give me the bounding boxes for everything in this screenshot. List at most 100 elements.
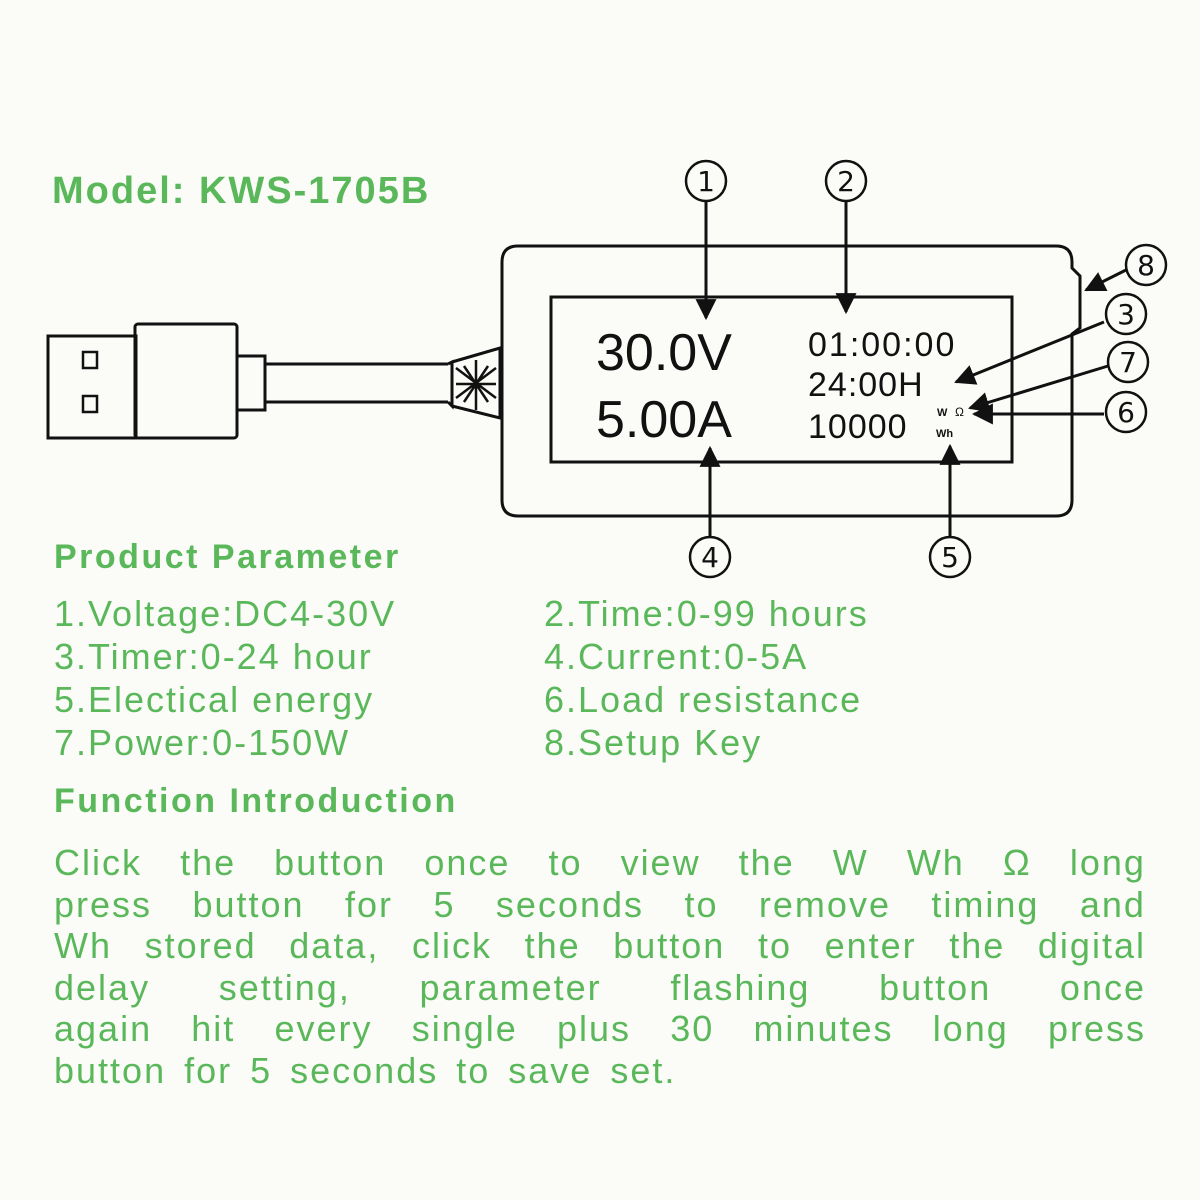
desc-word: button [274, 842, 387, 883]
param-load-resistance: 6.Load resistance [544, 679, 863, 720]
strain-relief-crosshatch [455, 360, 497, 410]
callout-5: 5 [941, 541, 959, 574]
desc-word: enter [824, 925, 917, 966]
callout-circle-7 [1106, 340, 1150, 384]
desc-word: to [757, 925, 792, 966]
desc-word: delay [54, 966, 151, 1008]
desc-word: press [1047, 1008, 1146, 1049]
param-current: 4.Current:0-5A [544, 636, 809, 677]
desc-word: 5 [433, 883, 456, 925]
lcd-screen [549, 295, 1014, 464]
lcd-unit-wh: Wh [936, 428, 953, 440]
desc-word: click [411, 925, 492, 966]
desc-word: hit [191, 1008, 236, 1049]
usb-pin-1 [81, 350, 99, 370]
param-time: 2.Time:0-99 hours [544, 593, 869, 634]
lcd-unit-ohm: Ω [955, 405, 964, 419]
strain-relief [446, 346, 502, 420]
desc-word: long [932, 1008, 1009, 1049]
desc-word: parameter [419, 966, 602, 1008]
desc-word: every [274, 1008, 373, 1049]
desc-word: plus [556, 1008, 632, 1049]
desc-word: flashing [670, 966, 811, 1008]
param-energy: 5.Electical energy [54, 679, 375, 720]
desc-word: seconds [495, 883, 645, 925]
callout-8: 8 [1137, 249, 1155, 282]
desc-word: button [54, 1049, 167, 1091]
model-number: KWS-1705B [198, 170, 431, 212]
desc-word: once [424, 842, 511, 883]
desc-word: button [192, 883, 305, 925]
model-label: Model: [52, 170, 199, 212]
callout-1: 1 [697, 165, 715, 198]
lcd-time: 01:00:00 [808, 326, 956, 364]
desc-word: Click [54, 842, 142, 883]
desc-word: save [508, 1049, 593, 1091]
arrow-3 [954, 320, 1105, 385]
desc-word: timing [931, 883, 1040, 925]
desc-word: 5 [250, 1049, 273, 1091]
desc-word: to [684, 883, 719, 925]
desc-word: set. [610, 1049, 677, 1091]
desc-word: once [1059, 966, 1146, 1008]
desc-word: again [54, 1008, 153, 1049]
desc-word: Ω [1002, 842, 1032, 883]
callout-circle-6 [1104, 390, 1148, 434]
lcd-timer: 24:00H [808, 366, 924, 404]
desc-word: remove [758, 883, 891, 925]
param-voltage: 1.Voltage:DC4-30V [54, 593, 397, 634]
arrow-7 [967, 364, 1109, 413]
usb-neck [235, 354, 267, 412]
usb-pin-2 [81, 394, 99, 414]
desc-word: stored [144, 925, 257, 966]
desc-word: view [620, 842, 701, 883]
desc-word: data, [289, 925, 380, 966]
desc-word: W [832, 842, 869, 883]
desc-word: seconds [290, 1049, 439, 1091]
desc-word: setting, [218, 966, 351, 1008]
desc-word: for [184, 1049, 233, 1091]
meter-housing [500, 244, 1082, 518]
param-setup-key: 8.Setup Key [544, 722, 763, 763]
desc-word: press [54, 883, 153, 925]
desc-word: the [949, 925, 1006, 966]
callout-circle-3 [1104, 292, 1148, 336]
lcd-unit-w: W [937, 407, 948, 419]
lcd-energy: 10000 [808, 408, 908, 446]
lcd-current: 5.00A [596, 391, 732, 449]
param-timer: 3.Timer:0-24 hour [54, 636, 373, 677]
callout-3: 3 [1117, 298, 1135, 331]
desc-word: digital [1037, 925, 1146, 966]
callout-7: 7 [1119, 346, 1137, 379]
callout-4: 4 [701, 541, 719, 574]
desc-word: the [738, 842, 795, 883]
callout-circle-4 [688, 535, 732, 579]
callout-circle-2 [824, 159, 868, 203]
callout-6: 6 [1117, 396, 1135, 429]
desc-word: and [1079, 883, 1146, 925]
callout-circle-1 [684, 159, 728, 203]
arrow-8 [1084, 268, 1127, 292]
desc-word: the [524, 925, 581, 966]
param-power: 7.Power:0-150W [54, 722, 351, 763]
desc-word: the [180, 842, 237, 883]
desc-word: button [613, 925, 726, 966]
callout-circle-8 [1124, 243, 1168, 287]
desc-word: long [1069, 842, 1146, 883]
callout-2: 2 [837, 165, 855, 198]
usb-plug-body [133, 322, 239, 440]
desc-word: minutes [753, 1008, 894, 1049]
desc-word: to [548, 842, 583, 883]
desc-word: to [456, 1049, 491, 1091]
desc-word: Wh [54, 925, 112, 966]
desc-word: single [411, 1008, 518, 1049]
lcd-voltage: 30.0V [596, 324, 732, 382]
model-heading: Model: KWS-1705B [52, 170, 430, 213]
desc-word: 30 [670, 1008, 715, 1049]
